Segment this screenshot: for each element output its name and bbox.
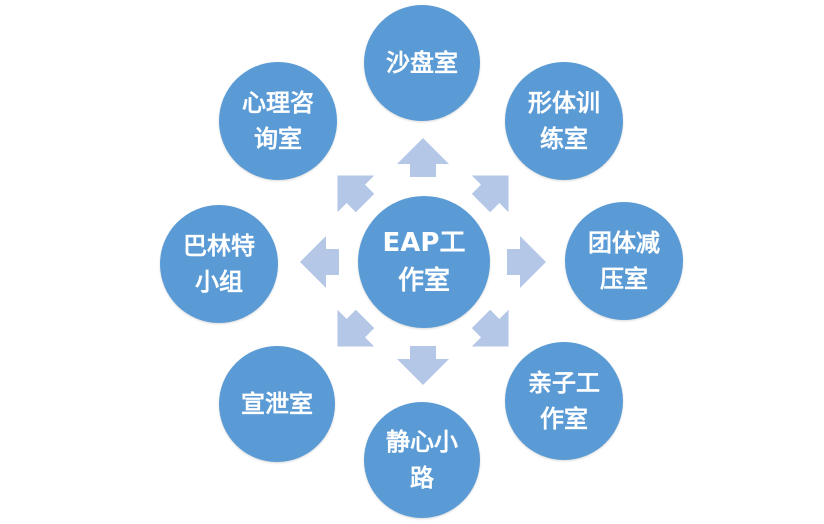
arrow-top-right <box>462 157 527 222</box>
center-node-label: EAP工 作室 <box>382 228 466 296</box>
node-sandtray-room: 沙盘室 <box>364 5 480 121</box>
arrow-right <box>507 236 546 288</box>
node-parent-child-studio: 亲子工 作室 <box>505 342 623 460</box>
node-venting-room: 宣泄室 <box>219 346 335 462</box>
arrow-left <box>300 236 339 288</box>
node-label: 沙盘室 <box>386 49 458 77</box>
node-label: 心理咨 询室 <box>242 89 314 153</box>
node-counseling-room: 心理咨 询室 <box>219 62 337 180</box>
node-label: 静心小 路 <box>386 428 458 492</box>
node-label: 亲子工 作室 <box>528 369 600 433</box>
node-label: 宣泄室 <box>241 390 313 418</box>
node-label: 团体减 压室 <box>588 229 660 293</box>
arrow-bottom-left <box>319 300 384 365</box>
node-label: 巴林特 小组 <box>183 232 255 296</box>
node-meditation-path: 静心小 路 <box>364 402 480 518</box>
arrow-bottom <box>397 346 449 385</box>
center-node-eap-studio: EAP工 作室 <box>358 196 490 328</box>
node-balint-group: 巴林特 小组 <box>160 205 278 323</box>
arrow-top-left <box>319 157 384 222</box>
node-body-training-room: 形体训 练室 <box>505 62 623 180</box>
arrow-top <box>397 138 449 177</box>
arrow-bottom-right <box>462 300 527 365</box>
node-label: 形体训 练室 <box>528 89 600 153</box>
node-group-decompression-room: 团体减 压室 <box>565 202 683 320</box>
